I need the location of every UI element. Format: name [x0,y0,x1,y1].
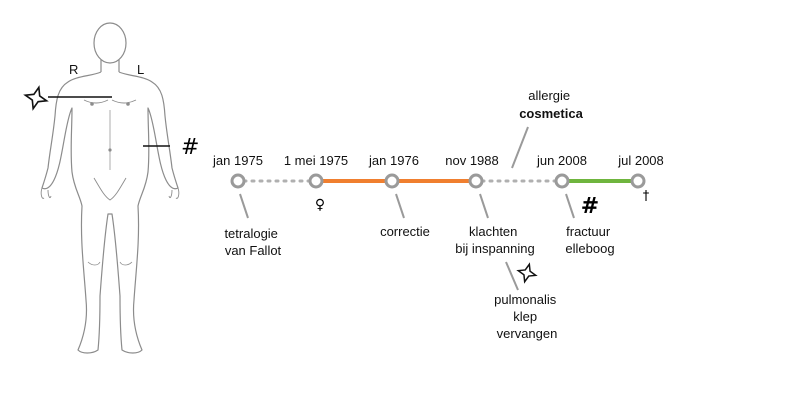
timeline-node [230,173,246,189]
event-connector [239,193,249,219]
timeline-node [384,173,400,189]
allergy-label: allergie cosmetica [519,88,583,121]
event-connector [565,193,575,219]
event-label-fractuur: fractuur elleboog [565,224,614,256]
hash-icon: # [181,135,199,160]
body-outline [40,22,180,354]
timeline-node [308,173,324,189]
star-icon [516,262,538,284]
event-label-correctie: correctie [380,224,430,239]
timeline-node [630,173,646,189]
timeline-date: jul 2008 [617,153,664,168]
body-side-left-label: L [137,62,144,77]
star-icon [23,85,49,111]
event-connector [505,261,519,291]
event-connector [479,193,489,219]
event-label-pulmonalis: pulmonalis klep vervangen [494,292,560,341]
death-symbol: † [643,189,650,204]
timeline-node [554,173,570,189]
timeline-node [468,173,484,189]
fracture-hash-icon: # [581,194,599,219]
timeline-date: jun 2008 [536,153,587,168]
timeline-date: 1 mei 1975 [284,153,348,168]
event-label-klachten: klachten bij inspanning [455,224,535,256]
body-side-right-label: R [69,62,78,77]
female-symbol: ♀ [315,197,325,213]
event-label-tetralogie: tetralogie van Fallot [224,226,281,258]
allergy-connector [511,126,529,169]
timeline-date: nov 1988 [445,153,499,168]
timeline-date: jan 1976 [368,153,419,168]
timeline-date: jan 1975 [212,153,263,168]
event-connector [395,193,405,219]
